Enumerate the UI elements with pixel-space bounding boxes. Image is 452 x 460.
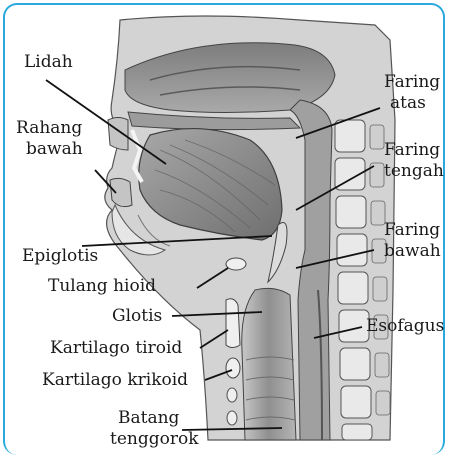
label-faring-bawah: Faring bawah (384, 220, 441, 262)
label-faring-atas: Faring atas (384, 72, 440, 114)
label-faring-tengah: Faring tengah (384, 140, 444, 182)
upper-lip (108, 118, 128, 151)
label-faring-bawah-line1: Faring (384, 220, 441, 241)
hyoid-bone (226, 258, 246, 270)
cricoid-cartilage (226, 358, 240, 378)
label-rahang-bawah: Rahang bawah (16, 118, 83, 160)
label-glotis: Glotis (112, 306, 162, 327)
label-rahang-line1: Rahang (16, 118, 83, 139)
label-kartilago-krikoid: Kartilago krikoid (42, 370, 188, 391)
label-faring-atas-line1: Faring (384, 72, 440, 93)
label-kartilago-tiroid: Kartilago tiroid (50, 338, 182, 359)
label-faring-bawah-line2: bawah (384, 241, 441, 262)
label-tulang-hioid: Tulang hioid (48, 276, 156, 297)
label-faring-atas-line2: atas (390, 93, 440, 114)
label-epiglotis: Epiglotis (22, 246, 98, 267)
label-faring-tengah-line2: tengah (384, 161, 444, 182)
label-batang-line2: tenggorok (110, 429, 199, 450)
label-rahang-line2: bawah (26, 139, 83, 160)
label-batang-line1: Batang (118, 408, 199, 429)
label-lidah: Lidah (24, 52, 73, 73)
label-faring-tengah-line1: Faring (384, 140, 444, 161)
thyroid-cartilage (226, 299, 240, 348)
label-batang-tenggorok: Batang tenggorok (110, 408, 199, 450)
label-esofagus: Esofagus (366, 316, 444, 337)
